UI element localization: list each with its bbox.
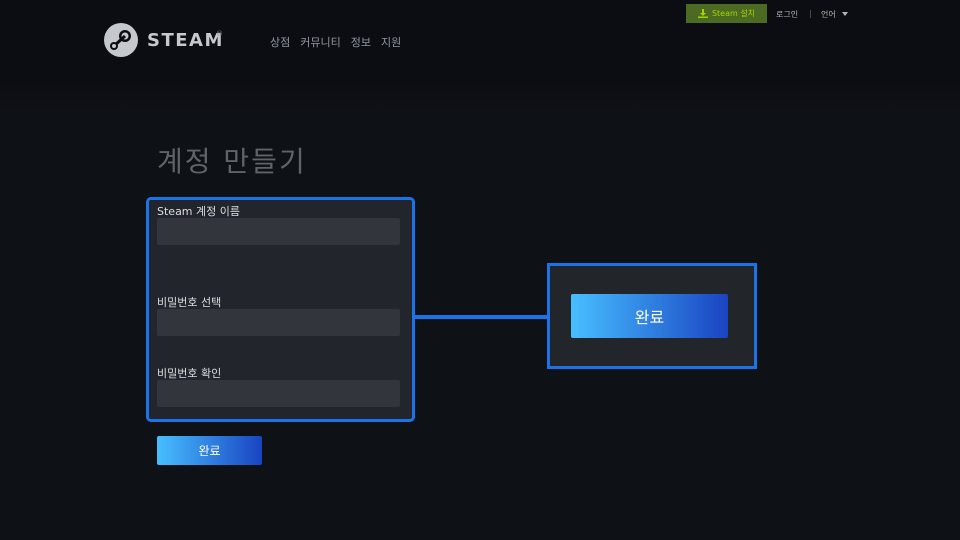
callout-connector bbox=[412, 315, 552, 319]
callout-submit-button[interactable]: 완료 bbox=[571, 294, 728, 338]
steam-logo-text[interactable]: STEAM bbox=[147, 30, 224, 51]
nav-store[interactable]: 상점 bbox=[270, 36, 291, 49]
main-nav: 상점 커뮤니티 정보 지원 bbox=[270, 34, 401, 50]
nav-community[interactable]: 커뮤니티 bbox=[300, 36, 341, 49]
steam-logo-icon[interactable] bbox=[103, 22, 139, 58]
confirm-password-input[interactable] bbox=[157, 380, 400, 407]
submit-button[interactable]: 완료 bbox=[157, 436, 262, 465]
header-shadow bbox=[0, 84, 960, 108]
install-steam-label: Steam 설치 bbox=[711, 9, 756, 18]
install-steam-button[interactable]: Steam 설치 bbox=[686, 4, 767, 23]
registered-mark: ® bbox=[216, 30, 223, 38]
global-header bbox=[0, 0, 960, 84]
chevron-down-icon bbox=[842, 12, 848, 16]
login-link[interactable]: 로그인 bbox=[776, 10, 799, 19]
password-input[interactable] bbox=[157, 309, 400, 336]
nav-support[interactable]: 지원 bbox=[380, 36, 402, 49]
nav-about[interactable]: 정보 bbox=[350, 36, 371, 49]
account-name-input[interactable] bbox=[157, 218, 400, 245]
confirm-password-label: 비밀번호 확인 bbox=[157, 367, 222, 380]
header-separator: | bbox=[809, 9, 812, 18]
account-name-label: Steam 계정 이름 bbox=[157, 205, 240, 218]
language-dropdown[interactable]: 언어 bbox=[821, 10, 836, 19]
password-label: 비밀번호 선택 bbox=[157, 296, 222, 309]
download-icon bbox=[697, 9, 708, 18]
page-title: 계정 만들기 bbox=[157, 145, 307, 178]
